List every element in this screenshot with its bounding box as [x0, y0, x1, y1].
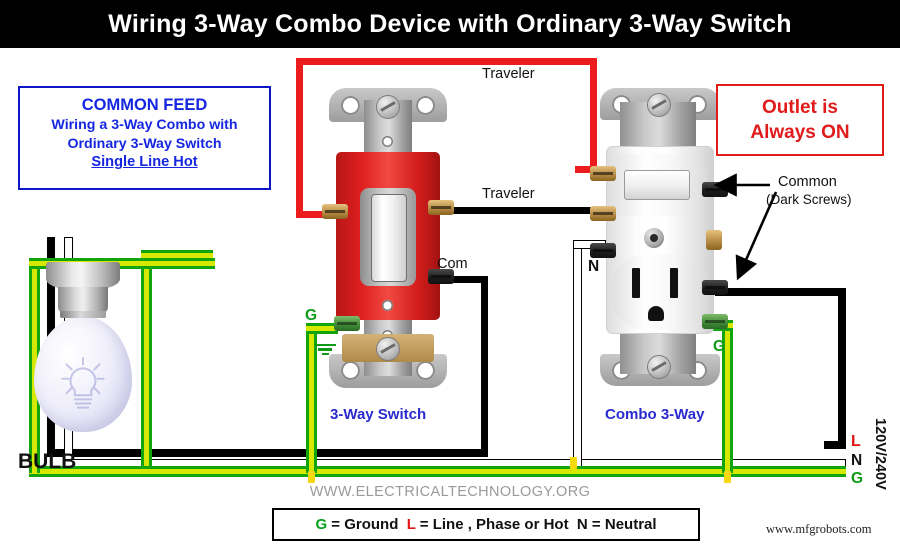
- earth-ground-symbol: [313, 344, 337, 357]
- bulb-socket-neck: [58, 287, 108, 313]
- page-title: Wiring 3-Way Combo Device with Ordinary …: [108, 10, 792, 38]
- wire-traveler-red-vertical-left: [296, 58, 303, 218]
- common-screws-pointer-arrows: [713, 173, 778, 281]
- switch-strap-hole-upper: [382, 136, 393, 147]
- watermark: WWW.ELECTRICALTECHNOLOGY.ORG: [309, 484, 591, 500]
- outlet-box-line2: Always ON: [750, 122, 850, 143]
- junction-marker-3: [724, 471, 731, 483]
- label-combo-three-way: Combo 3-Way: [605, 406, 705, 423]
- three-way-switch-device: [322, 88, 454, 388]
- legend-neutral-text: = Neutral: [587, 516, 657, 533]
- receptacle-slot-hot: [632, 268, 640, 298]
- wire-ground-to-switch-screw-stripe: [306, 326, 338, 331]
- common-feed-line2: Ordinary 3-Way Switch: [67, 135, 222, 152]
- common-feed-header: COMMON FEED: [81, 96, 208, 114]
- label-traveler-top: Traveler: [482, 66, 535, 82]
- supply-label-ground: G: [851, 470, 864, 487]
- combo-top-mounting-screw: [648, 94, 670, 116]
- wire-com-right-stub: [440, 276, 488, 283]
- wire-ground-riser-switch-stripe: [309, 323, 314, 473]
- wire-traveler-red-to-switch: [296, 211, 336, 218]
- wire-com-down: [481, 276, 488, 456]
- legend-neutral: N = Neutral: [577, 516, 657, 533]
- legend-ground-key: G: [315, 516, 328, 533]
- switch-bottom-mounting-screw: [377, 338, 399, 360]
- wire-supply-line-tip: [824, 441, 846, 449]
- label-common-title: Common: [778, 174, 837, 190]
- label-common-sub: (Dark Screws): [766, 192, 852, 207]
- wire-ground-bulb-vertical-stripe: [144, 250, 149, 476]
- wire-ground-bulb-top-stripe: [141, 253, 213, 258]
- wire-ground-riser-combo-stripe: [725, 320, 730, 473]
- legend-line-text: = Line , Phase or Hot: [415, 516, 577, 533]
- legend-ground: G = Ground: [315, 516, 406, 533]
- switch-top-mounting-screw: [377, 96, 399, 118]
- label-neutral-combo: N: [588, 258, 600, 275]
- combo-neutral-screw-left[interactable]: [590, 243, 616, 258]
- label-com: Com: [437, 256, 468, 272]
- wire-traveler-black: [440, 207, 605, 214]
- receptacle-slot-ground: [648, 306, 664, 321]
- legend-ground-text: = Ground: [327, 516, 407, 533]
- bulb-label: BULB: [18, 450, 77, 473]
- combo-traveler-screw-upper-left[interactable]: [590, 166, 616, 181]
- wire-traveler-red-top: [296, 58, 597, 65]
- bulb-socket-cap: [46, 262, 120, 290]
- receptacle-slot-neutral: [670, 268, 678, 298]
- combo-traveler-screw-lower-left[interactable]: [590, 206, 616, 221]
- label-traveler-bottom: Traveler: [482, 186, 535, 202]
- combo-side-brass-tab: [706, 230, 722, 250]
- combo-center-screw: [644, 228, 664, 248]
- combo-three-way-device: [590, 88, 728, 388]
- combo-common-screw-lower-right[interactable]: [702, 280, 728, 295]
- combo-toggle-lever[interactable]: [624, 170, 690, 200]
- supply-voltage-label: 120V/240V: [872, 418, 888, 490]
- switch-traveler-screw-right[interactable]: [428, 200, 454, 215]
- switch-ground-screw[interactable]: [334, 316, 360, 331]
- switch-traveler-screw-left[interactable]: [322, 204, 348, 219]
- site-url: www.mfgrobots.com: [766, 522, 872, 536]
- wire-combo-hot-out: [715, 288, 846, 296]
- supply-label-neutral: N: [851, 452, 863, 469]
- wire-bottom-black-bus: [47, 449, 488, 457]
- legend-line: L = Line , Phase or Hot: [407, 516, 577, 533]
- label-ground-switch: G: [305, 307, 318, 324]
- common-feed-line1: Wiring a 3-Way Combo with: [51, 117, 238, 133]
- wire-supply-line-down: [838, 288, 846, 448]
- common-feed-line3: Single Line Hot: [91, 154, 198, 170]
- wire-ground-left-top-stripe: [29, 261, 215, 266]
- wire-traveler-red-vertical-right: [590, 58, 597, 173]
- switch-toggle-lever[interactable]: [371, 194, 407, 282]
- combo-ground-screw[interactable]: [702, 314, 728, 329]
- bulb-glyph-icon: [50, 354, 116, 420]
- combo-bottom-mounting-screw: [648, 356, 670, 378]
- switch-strap-hole-lower: [382, 300, 393, 311]
- label-three-way-switch: 3-Way Switch: [330, 406, 427, 423]
- legend-line-key: L: [406, 516, 416, 533]
- junction-marker-2: [570, 457, 577, 469]
- legend: G = Ground L = Line , Phase or Hot N = N…: [272, 508, 700, 541]
- outlet-box-line1: Outlet is: [761, 97, 838, 118]
- legend-neutral-key: N: [576, 516, 588, 533]
- supply-label-line: L: [851, 433, 861, 450]
- common-feed-callout: COMMON FEED Wiring a 3-Way Combo with Or…: [18, 86, 271, 190]
- label-ground-combo: G: [713, 338, 726, 355]
- junction-marker-1: [308, 471, 315, 483]
- bulb-glass: [34, 316, 132, 432]
- wire-neutral-riser-combo: [573, 240, 582, 468]
- outlet-always-on-callout: Outlet is Always ON: [716, 84, 884, 156]
- title-bar: Wiring 3-Way Combo Device with Ordinary …: [0, 0, 900, 48]
- light-bulb: [20, 262, 140, 452]
- switch-common-screw[interactable]: [428, 269, 454, 284]
- bulb-socket-ring: [60, 311, 106, 318]
- wire-ground-bottom-bus-stripe: [29, 469, 846, 474]
